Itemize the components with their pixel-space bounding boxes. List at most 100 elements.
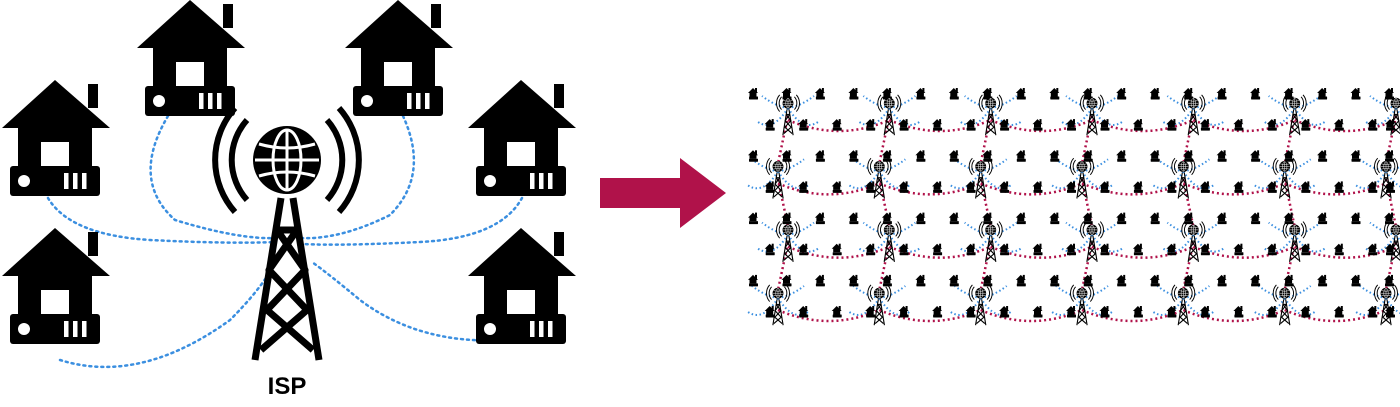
mesh-home-link: [787, 107, 819, 126]
mesh-tower-link: [1081, 182, 1184, 196]
mesh-home-link: [1162, 107, 1195, 126]
mesh-home-link: [1182, 297, 1214, 316]
mini-house-icon: [1049, 212, 1060, 225]
mesh-home-link: [1365, 107, 1397, 126]
mini-house-icon: [764, 243, 775, 256]
mesh-tower-link: [1284, 308, 1387, 323]
mini-house-icon: [814, 274, 825, 287]
mini-house-icon: [1367, 306, 1378, 318]
mini-tower-icon: [877, 94, 902, 136]
mini-house-icon: [1216, 274, 1227, 287]
mini-house-icon: [1250, 150, 1261, 162]
mesh-tower-link: [979, 115, 992, 164]
mini-tower-icon: [1079, 94, 1105, 136]
mini-tower-icon: [775, 94, 801, 136]
mini-house-icon: [1166, 243, 1177, 256]
home-link: [149, 114, 280, 240]
mesh-tower-link: [1283, 179, 1296, 227]
mesh-home-link: [1283, 297, 1316, 316]
mini-house-icon: [881, 212, 892, 225]
mini-house-icon: [798, 306, 809, 318]
mini-house-icon: [1317, 274, 1328, 287]
mini-house-icon: [1032, 306, 1043, 318]
mesh-home-link: [1152, 297, 1185, 316]
mini-house-icon: [1132, 119, 1143, 131]
mini-house-icon: [1015, 212, 1026, 225]
mini-house-icon: [915, 88, 926, 100]
mini-tower-icon: [1069, 284, 1095, 326]
mini-house-icon: [1066, 243, 1076, 256]
mini-house-icon: [1132, 243, 1143, 256]
mini-house-icon: [748, 212, 758, 225]
mini-house-icon: [748, 88, 758, 100]
mini-house-icon: [798, 181, 809, 193]
mini-house-icon: [748, 150, 758, 162]
mesh-home-link: [1283, 170, 1316, 190]
mini-house-icon: [814, 88, 825, 100]
mesh-tower-link: [878, 308, 982, 323]
mini-house-icon: [1367, 119, 1378, 131]
mini-house-icon: [831, 306, 842, 318]
mini-house-icon: [1132, 181, 1143, 193]
mesh-home-link: [1365, 234, 1397, 253]
mini-house-icon: [965, 119, 976, 131]
mesh-tower-link: [1080, 115, 1094, 164]
mini-house-icon: [1066, 119, 1076, 131]
mesh-home-link: [757, 107, 789, 126]
mesh-home-link: [777, 170, 809, 190]
mini-house-icon: [1066, 181, 1076, 193]
mini-house-icon: [831, 181, 842, 193]
mesh-home-link: [1051, 170, 1083, 190]
mesh-home-link: [747, 297, 779, 316]
mesh-home-link: [1395, 234, 1400, 242]
mini-house-icon: [1266, 306, 1277, 318]
mini-house-icon: [1082, 212, 1093, 225]
home-link: [46, 196, 277, 244]
mini-house-icon: [1333, 243, 1344, 256]
mini-house-icon: [764, 119, 775, 131]
mini-house-icon: [1384, 212, 1394, 225]
mini-tower-icon: [1383, 221, 1400, 263]
mini-tower-icon: [1079, 221, 1105, 263]
mesh-home-link: [950, 170, 982, 190]
mini-house-icon: [948, 150, 959, 162]
mini-house-icon: [915, 150, 926, 162]
home-link: [301, 196, 524, 246]
mesh-tower-link: [776, 115, 790, 164]
mini-house-icon: [1283, 88, 1294, 100]
mini-house-icon: [881, 150, 892, 162]
mini-house-icon: [781, 274, 792, 287]
mini-house-icon: [1116, 88, 1127, 100]
mini-house-icon: [1300, 306, 1311, 318]
mesh-home-link: [888, 107, 920, 126]
mini-house-icon: [1199, 119, 1210, 131]
mesh-home-link: [1192, 107, 1224, 126]
mesh-tower-link: [1182, 308, 1286, 323]
mesh-tower-link: [787, 245, 890, 259]
mesh-tower-link: [888, 118, 992, 133]
single-isp-network: ISP: [2, 0, 576, 400]
mini-house-icon: [915, 274, 926, 287]
mesh-home-link: [757, 234, 789, 253]
mini-house-icon: [1116, 274, 1127, 287]
mini-house-icon: [999, 243, 1010, 256]
mesh-tower-link: [777, 308, 880, 323]
mini-house-icon: [1216, 88, 1227, 100]
mesh-home-link: [1395, 107, 1400, 116]
mini-house-icon: [948, 274, 959, 287]
mini-house-icon: [781, 88, 792, 100]
mesh-home-link: [1051, 297, 1083, 316]
mini-house-icon: [948, 212, 959, 225]
mini-house-icon: [898, 243, 909, 256]
mini-house-icon: [1283, 274, 1294, 287]
mini-house-icon: [999, 306, 1010, 318]
mini-house-icon: [798, 119, 809, 131]
mini-tower-icon: [775, 221, 801, 263]
mini-house-icon: [781, 150, 792, 162]
mini-tower-icon: [867, 284, 892, 326]
mini-house-icon: [1149, 212, 1160, 225]
mini-house-icon: [965, 181, 976, 193]
mesh-home-link: [1192, 234, 1224, 253]
home-house-router: [345, 0, 453, 116]
